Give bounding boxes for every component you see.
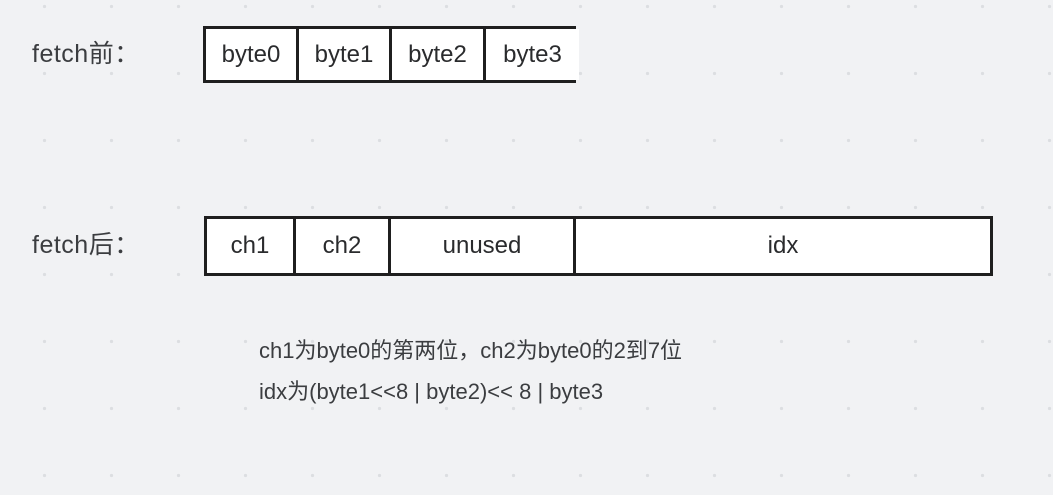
byte-strip-after-fetch: ch1 ch2 unused idx (204, 216, 993, 276)
row-label-before-fetch: fetch前： (32, 40, 140, 68)
byte-cell-byte1: byte1 (299, 29, 392, 80)
note-line-idx-formula: idx为(byte1<<8 | byte2)<< 8 | byte3 (259, 379, 604, 404)
byte-cell-byte0: byte0 (206, 29, 299, 80)
byte-strip-before-fetch: byte0 byte1 byte2 byte3 (203, 26, 579, 83)
field-cell-unused: unused (391, 219, 576, 273)
byte-cell-byte2: byte2 (392, 29, 486, 80)
field-cell-ch2: ch2 (296, 219, 391, 273)
field-cell-idx: idx (576, 219, 990, 273)
row-label-after-fetch: fetch后： (32, 231, 140, 259)
byte-cell-byte3: byte3 (486, 29, 579, 80)
field-cell-ch1: ch1 (207, 219, 296, 273)
note-line-ch-fields: ch1为byte0的第两位，ch2为byte0的2到7位 (259, 338, 683, 363)
